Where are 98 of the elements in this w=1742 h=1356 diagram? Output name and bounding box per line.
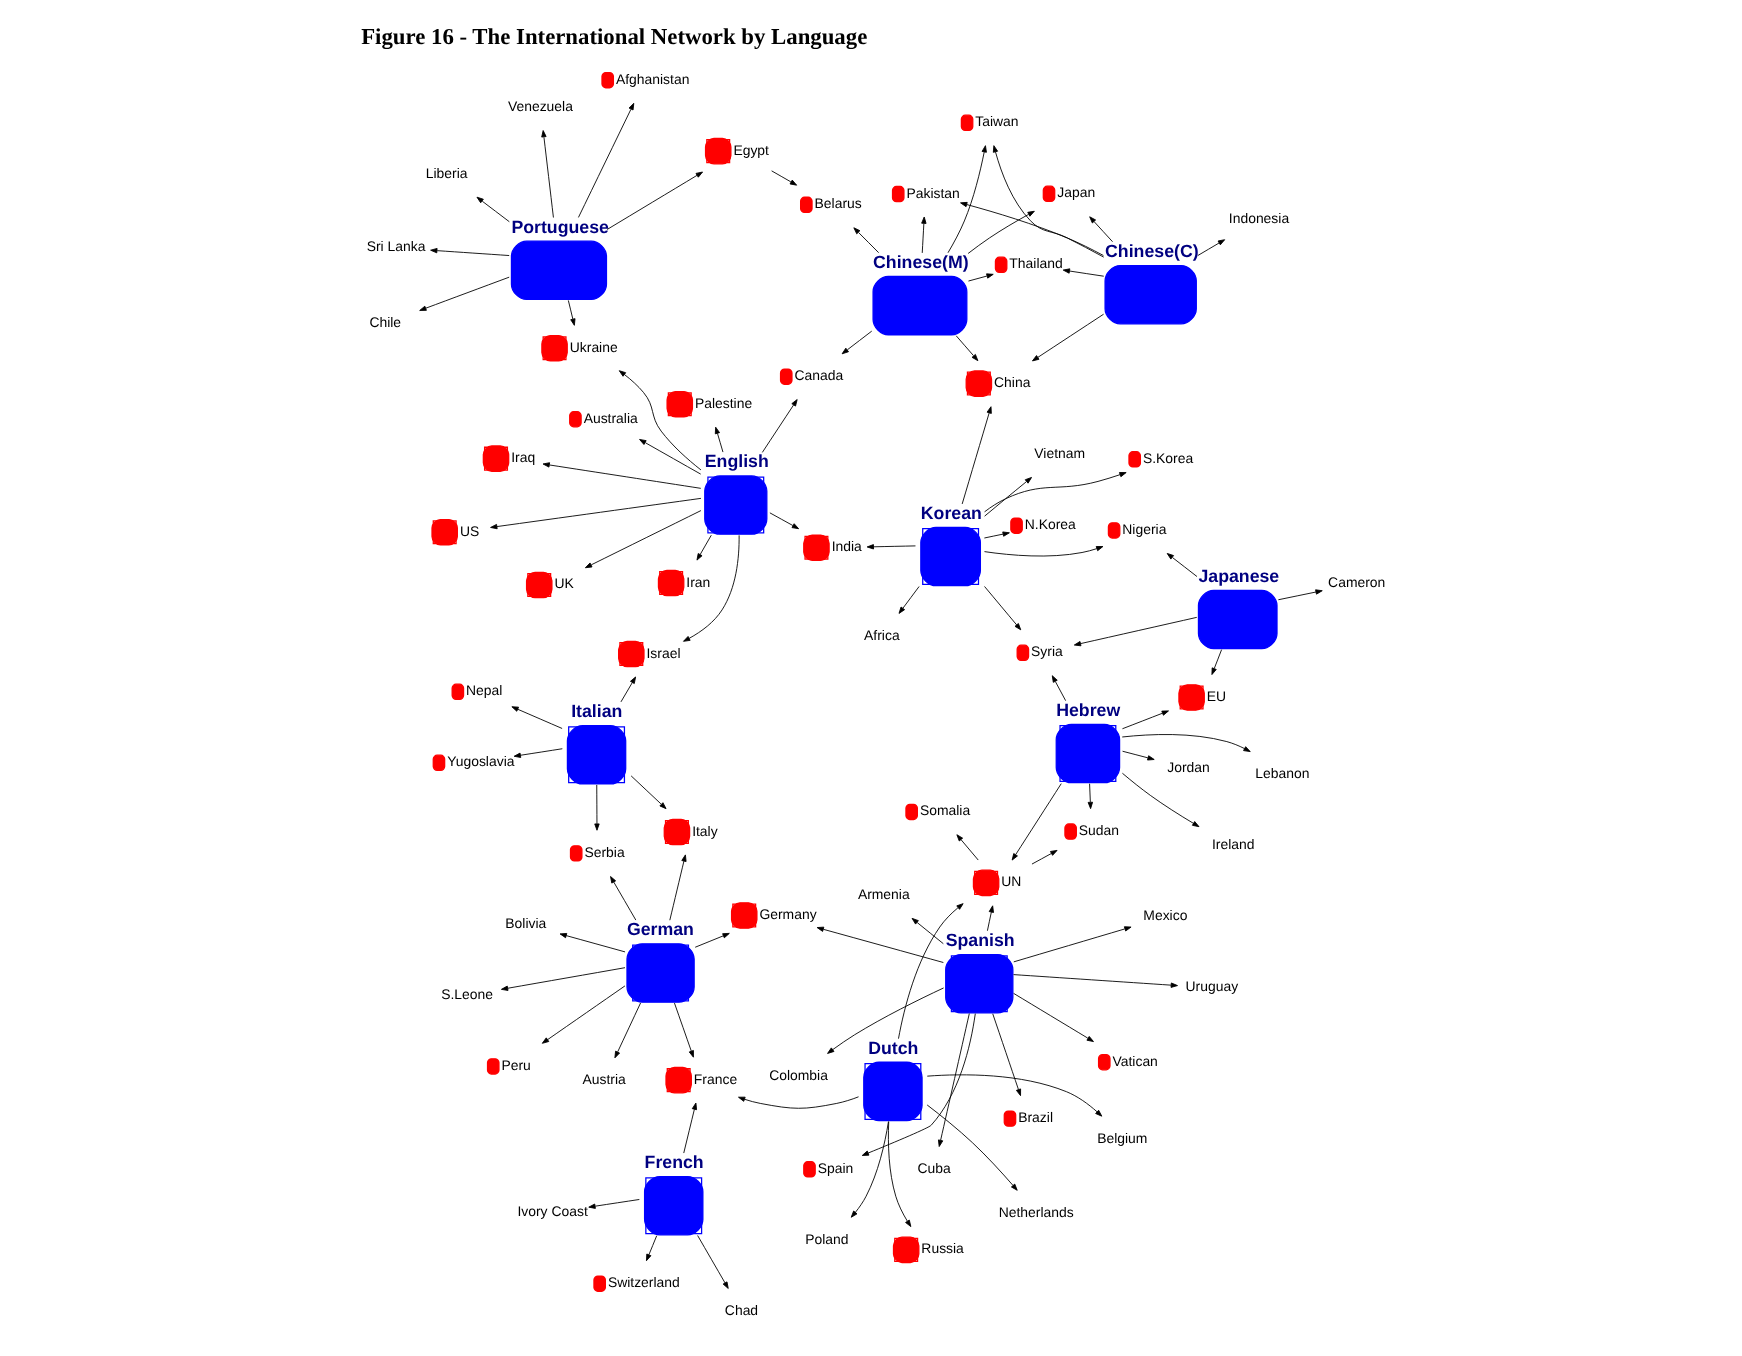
arrow bbox=[921, 216, 927, 254]
arrow bbox=[738, 1096, 859, 1109]
arrow bbox=[938, 1013, 970, 1147]
node-label: Japanese bbox=[1198, 565, 1280, 586]
arrow bbox=[1166, 553, 1198, 577]
arrow bbox=[683, 1102, 697, 1154]
arrow bbox=[630, 775, 667, 810]
arrow bbox=[584, 510, 702, 569]
arrow bbox=[769, 512, 800, 530]
arrow bbox=[500, 967, 626, 991]
node-label: Chinese(C) bbox=[1105, 240, 1199, 261]
arrow bbox=[1211, 649, 1223, 675]
node-label: Hebrew bbox=[1056, 699, 1121, 720]
arrow bbox=[567, 300, 576, 326]
arrow bbox=[983, 531, 1010, 539]
arrow bbox=[1011, 783, 1062, 861]
diagram-title: Figure 16 - The International Network by Language bbox=[361, 25, 868, 50]
arrow bbox=[853, 227, 880, 254]
node-label: Chinese(M) bbox=[873, 251, 969, 272]
arrow bbox=[610, 876, 637, 921]
node-label: Portuguese bbox=[511, 216, 609, 237]
arrow bbox=[1013, 974, 1178, 988]
arrow bbox=[1032, 313, 1105, 362]
arrow bbox=[430, 247, 510, 256]
node-label: English bbox=[704, 451, 769, 472]
arrow bbox=[827, 987, 944, 1054]
arrow bbox=[714, 426, 724, 453]
arrow bbox=[614, 1002, 642, 1059]
arrow bbox=[419, 276, 510, 311]
arrow bbox=[861, 1013, 976, 1156]
arrow bbox=[1121, 734, 1251, 753]
arrow bbox=[771, 170, 798, 186]
arrow bbox=[542, 462, 702, 489]
arrow bbox=[1051, 675, 1067, 702]
arrow bbox=[898, 903, 964, 1040]
arrow bbox=[955, 335, 979, 362]
arrow bbox=[947, 145, 987, 254]
arrow bbox=[911, 917, 944, 945]
arrow bbox=[866, 544, 916, 550]
arrow bbox=[594, 784, 600, 831]
node-label: German bbox=[626, 919, 694, 940]
arrow bbox=[961, 406, 992, 505]
arrow bbox=[761, 399, 798, 453]
arrow bbox=[984, 546, 1104, 557]
arrow bbox=[816, 926, 944, 963]
arrow bbox=[926, 1104, 1018, 1191]
arrow bbox=[841, 330, 873, 355]
arrow bbox=[694, 932, 730, 948]
arrow bbox=[956, 834, 979, 861]
arrow bbox=[541, 130, 554, 218]
arrow bbox=[887, 1121, 912, 1228]
arrow bbox=[992, 1013, 1022, 1097]
arrow bbox=[1122, 710, 1169, 730]
arrow bbox=[1121, 772, 1200, 828]
arrow bbox=[683, 534, 740, 642]
arrow bbox=[588, 1199, 640, 1209]
arrow bbox=[967, 210, 1035, 254]
arrow bbox=[606, 171, 703, 230]
arrow bbox=[697, 1235, 729, 1289]
arrow bbox=[1013, 992, 1094, 1043]
arrow bbox=[1031, 849, 1058, 865]
arrow bbox=[1122, 750, 1155, 761]
arrow bbox=[984, 586, 1022, 631]
arrow bbox=[696, 534, 712, 561]
arrow bbox=[541, 985, 626, 1044]
arrow bbox=[1013, 926, 1132, 963]
arrow bbox=[1073, 616, 1198, 647]
arrow bbox=[986, 905, 994, 932]
arrow bbox=[669, 854, 687, 921]
arrow bbox=[618, 370, 702, 471]
arrow bbox=[898, 586, 920, 614]
arrow bbox=[674, 1002, 694, 1058]
arrow bbox=[646, 1235, 658, 1262]
arrow bbox=[476, 196, 510, 223]
arrow bbox=[511, 706, 563, 729]
node-label: Dutch bbox=[868, 1037, 919, 1058]
arrow bbox=[639, 439, 702, 475]
node-label: Spanish bbox=[945, 929, 1015, 950]
arrow bbox=[960, 201, 1104, 256]
arrow bbox=[992, 145, 1105, 258]
arrow bbox=[620, 676, 637, 703]
arrow bbox=[850, 1121, 889, 1218]
arrow bbox=[984, 472, 1127, 513]
arrow bbox=[968, 273, 994, 282]
arrow bbox=[984, 477, 1032, 517]
arrow bbox=[1089, 216, 1113, 243]
arrow bbox=[1087, 783, 1093, 810]
node-label: French bbox=[644, 1151, 704, 1172]
node-label: Korean bbox=[920, 502, 982, 523]
arrow bbox=[926, 1074, 1103, 1117]
node-label: Italian bbox=[571, 701, 623, 722]
arrow bbox=[490, 497, 702, 530]
arrow bbox=[559, 933, 626, 953]
arrow bbox=[1277, 589, 1323, 601]
arrow bbox=[1197, 239, 1226, 256]
arrow bbox=[578, 102, 635, 218]
arrow bbox=[1062, 268, 1105, 277]
arrow bbox=[513, 748, 563, 758]
